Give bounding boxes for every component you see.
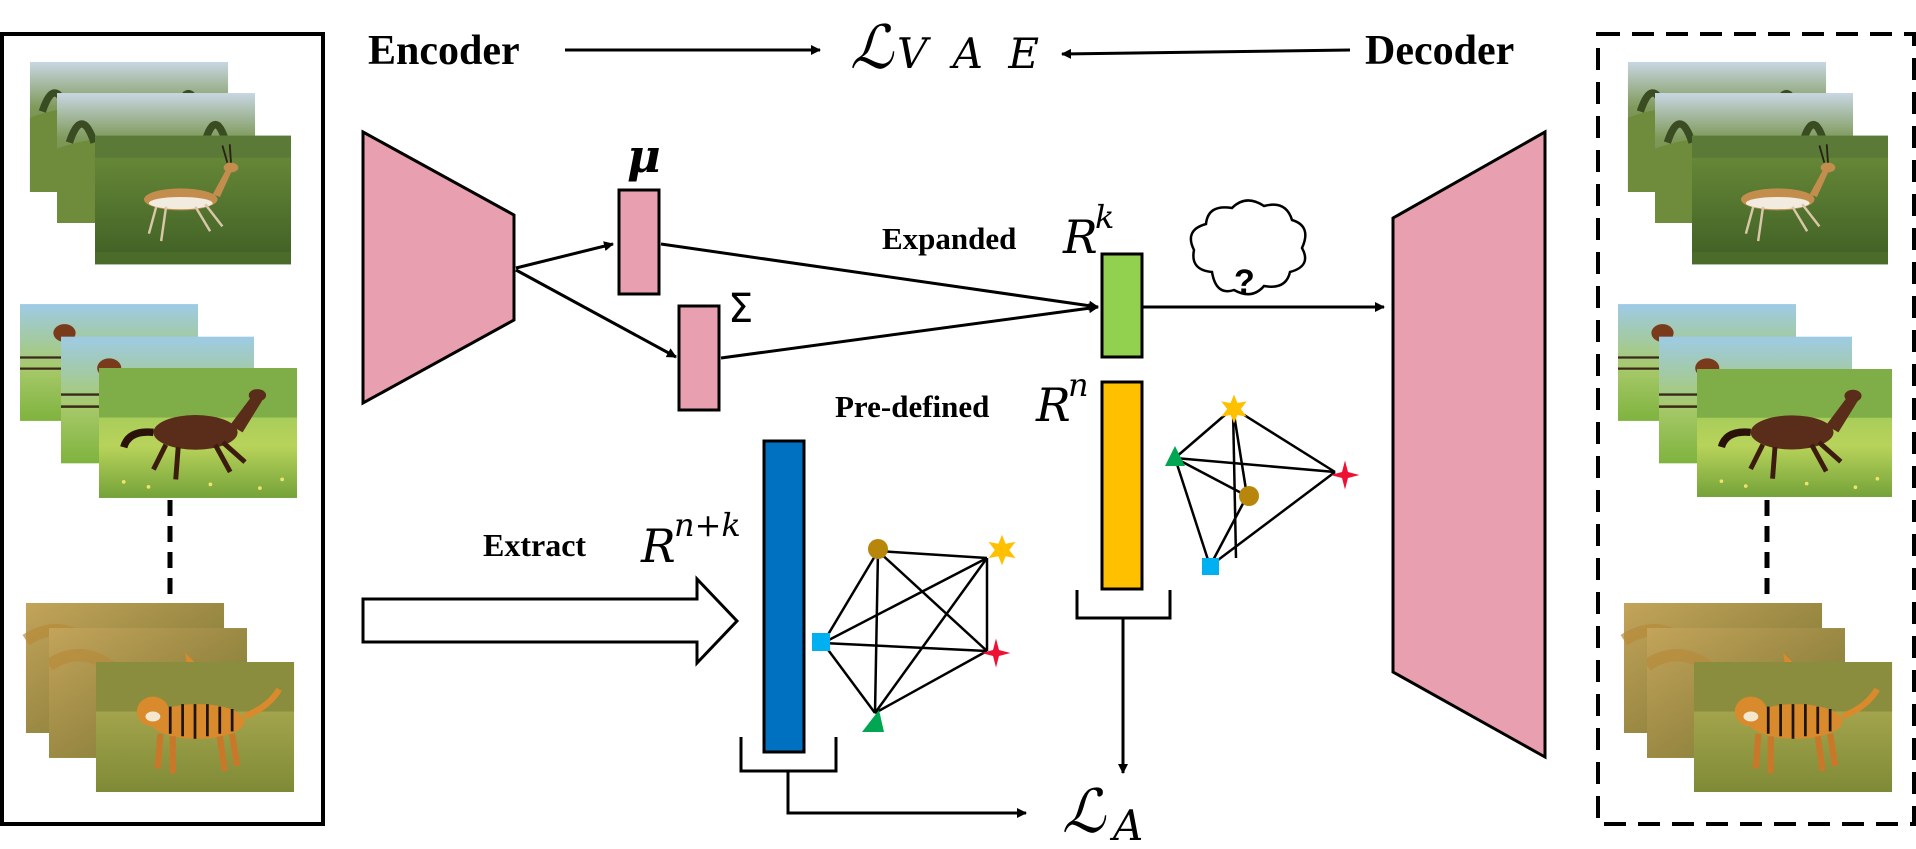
svg-text:n+k: n+k: [674, 506, 741, 544]
decoder-block: [1391, 129, 1547, 760]
extracted-relation-graph: [821, 549, 989, 715]
predefined-bracket: [1075, 590, 1172, 620]
svg-text:V A E: V A E: [897, 29, 1045, 78]
predefined-relation-graph: [1173, 406, 1336, 567]
horse-photo-stack: [1618, 302, 1892, 497]
gazelle-photo-stack: [30, 62, 291, 265]
tiger-photo-stack: [1624, 603, 1892, 792]
expanded-latent-bar: [1100, 252, 1144, 359]
star-node-icon: [1221, 394, 1247, 424]
svg-text:R: R: [640, 519, 676, 573]
svg-text:R: R: [1035, 378, 1071, 432]
svg-text:k: k: [1095, 198, 1114, 236]
encoder-label: Encoder: [368, 28, 520, 74]
gazelle-photo-stack: [1628, 62, 1888, 265]
alignment-loss-label: ℒ A: [1062, 777, 1143, 849]
reconstructed-image-panel: [1596, 32, 1916, 826]
vae-loss-label: ℒ V A E: [850, 13, 1045, 83]
cloud-thought-icon: ?: [1189, 199, 1307, 301]
extracted-to-loss-arrow: [786, 771, 1027, 818]
predefined-space-label: R n: [1035, 366, 1089, 432]
sigma-vector-box: [677, 304, 721, 412]
mu-label: μ: [627, 129, 661, 183]
svg-text:ℒ: ℒ: [850, 13, 895, 83]
square-node-icon: [1202, 558, 1219, 575]
predefined-label: Pre-defined: [835, 389, 989, 424]
extract-label: Extract: [483, 527, 586, 563]
predefined-latent-bar: [1100, 380, 1144, 591]
horse-photo-stack: [20, 302, 297, 498]
circle-node-icon: [868, 539, 888, 559]
expanded-space-label: R k: [1062, 198, 1114, 264]
expanded-label: Expanded: [882, 221, 1016, 256]
svg-text:R: R: [1062, 210, 1098, 264]
sigma-to-expanded-arrow: [720, 303, 1099, 360]
star-node-icon: [988, 534, 1016, 566]
sigma-label: Σ: [728, 286, 753, 332]
svg-text:ℒ: ℒ: [1062, 777, 1107, 847]
square-node-icon: [812, 633, 830, 651]
svg-text:A: A: [1109, 801, 1143, 849]
decoder-label: Decoder: [1365, 28, 1514, 74]
tiger-photo-stack: [26, 603, 294, 792]
encoder-to-mu-arrow: [515, 241, 614, 270]
extract-arrow: [361, 575, 740, 667]
svg-text:?: ?: [1234, 263, 1255, 301]
svg-text:n: n: [1068, 366, 1089, 404]
mu-to-expanded-arrow: [660, 242, 1099, 311]
triangle-node-icon: [862, 710, 884, 732]
mu-vector-box: [617, 188, 661, 296]
input-image-panel: [0, 32, 325, 826]
decoder-to-loss-arrow: [1061, 48, 1351, 59]
circle-node-icon: [1239, 486, 1259, 506]
encoder-block: [361, 129, 516, 406]
extracted-latent-bar: [762, 439, 806, 754]
encoder-to-sigma-arrow: [515, 268, 677, 359]
extracted-space-label: R n+k: [640, 506, 741, 573]
triangle-node-icon: [1165, 446, 1185, 466]
cross-node-icon: [1330, 460, 1360, 490]
